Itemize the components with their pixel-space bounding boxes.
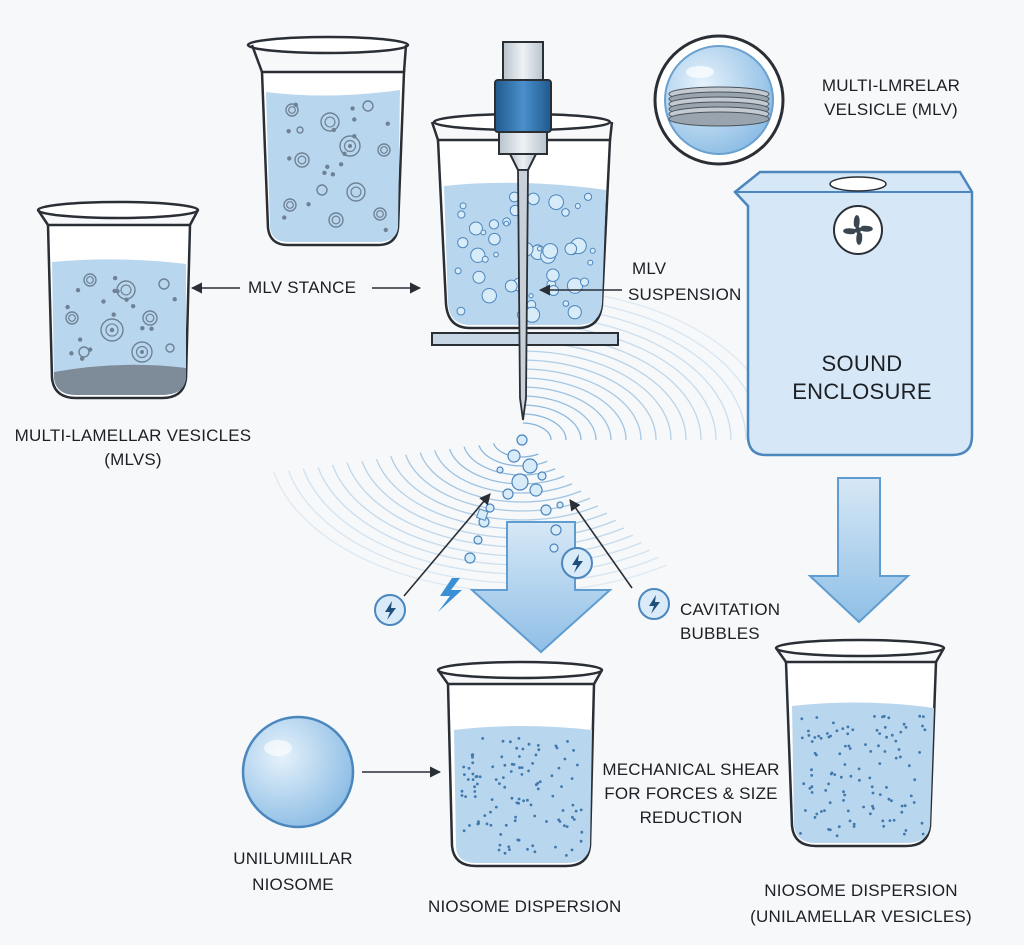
label-multi-lamellar-1: MULTI-LAMELLAR VESICLES: [14, 426, 252, 445]
label-mlv-callout: MULTI-LMRELAR VELSICLE (MLV): [806, 74, 976, 122]
beaker-top-left: [246, 35, 410, 247]
label-multi-lamellar: MULTI-LAMELLAR VESICLES (MLVS): [8, 424, 258, 472]
sound-enclosure: [733, 170, 974, 457]
mlv-vesicles-group: [282, 100, 391, 233]
arrow-bubble-right: [569, 499, 633, 589]
label-unilamellar-niosome-1: UNILUMIILLAR: [233, 849, 353, 868]
label-niosome-dispersion-uni-1: NIOSOME DISPERSION: [764, 881, 958, 900]
label-mechanical-shear: MECHANICAL SHEAR FOR FORCES & SIZE REDUC…: [596, 758, 786, 830]
label-mechanical-shear-1: MECHANICAL SHEAR: [602, 760, 780, 779]
cavitation-bubbles: [464, 434, 564, 564]
niosome-sphere: [241, 715, 355, 829]
label-sound-enclosure: SOUND ENCLOSURE: [768, 350, 956, 406]
arrow-down-center: [469, 521, 613, 654]
label-mechanical-shear-3: REDUCTION: [639, 808, 743, 827]
label-niosome-dispersion: NIOSOME DISPERSION: [428, 897, 622, 916]
label-niosome-dispersion-uni-2: (UNILAMELLAR VESICLES): [750, 907, 972, 926]
label-cavitation: CAVITATION BUBBLES: [680, 598, 780, 646]
label-niosome-dispersion-unilamellar: NIOSOME DISPERSION (UNILAMELLAR VESICLES…: [716, 878, 1006, 930]
fan-icon: [833, 205, 883, 255]
label-cavitation-1: CAVITATION: [680, 600, 781, 619]
label-sound-enclosure-1: SOUND: [821, 351, 903, 376]
label-unilamellar-niosome-2: NIOSOME: [252, 875, 334, 894]
mlv-callout-icon: [653, 34, 785, 166]
arrow-bubble-left: [403, 493, 491, 597]
label-mlv-stance: MLV STANCE: [248, 278, 357, 297]
lightning-icon: [374, 547, 670, 626]
beaker-left: [36, 200, 200, 400]
label-mlv-callout-2: VELSICLE (MLV): [824, 100, 958, 119]
beaker-bottom-right: [774, 638, 946, 848]
label-sound-enclosure-2: ENCLOSURE: [792, 379, 932, 404]
label-mlv-callout-1: MULTI-LMRELAR: [821, 76, 961, 95]
label-mlv-suspension-1: MLV: [632, 259, 667, 278]
label-multi-lamellar-2: (MLVS): [104, 450, 162, 469]
probe-icon: [494, 41, 552, 421]
beaker-bottom-center: [436, 660, 604, 868]
label-mechanical-shear-2: FOR FORCES & SIZE: [604, 784, 778, 803]
label-unilamellar-niosome: UNILUMIILLAR NIOSOME: [218, 846, 368, 898]
label-mlv-suspension: MLV SUSPENSION: [628, 256, 741, 308]
label-mlv-suspension-2: SUSPENSION: [628, 285, 742, 304]
mlv-vesicles-left: [65, 273, 177, 363]
label-cavitation-2: BUBBLES: [680, 624, 760, 643]
arrow-down-right: [807, 477, 911, 624]
